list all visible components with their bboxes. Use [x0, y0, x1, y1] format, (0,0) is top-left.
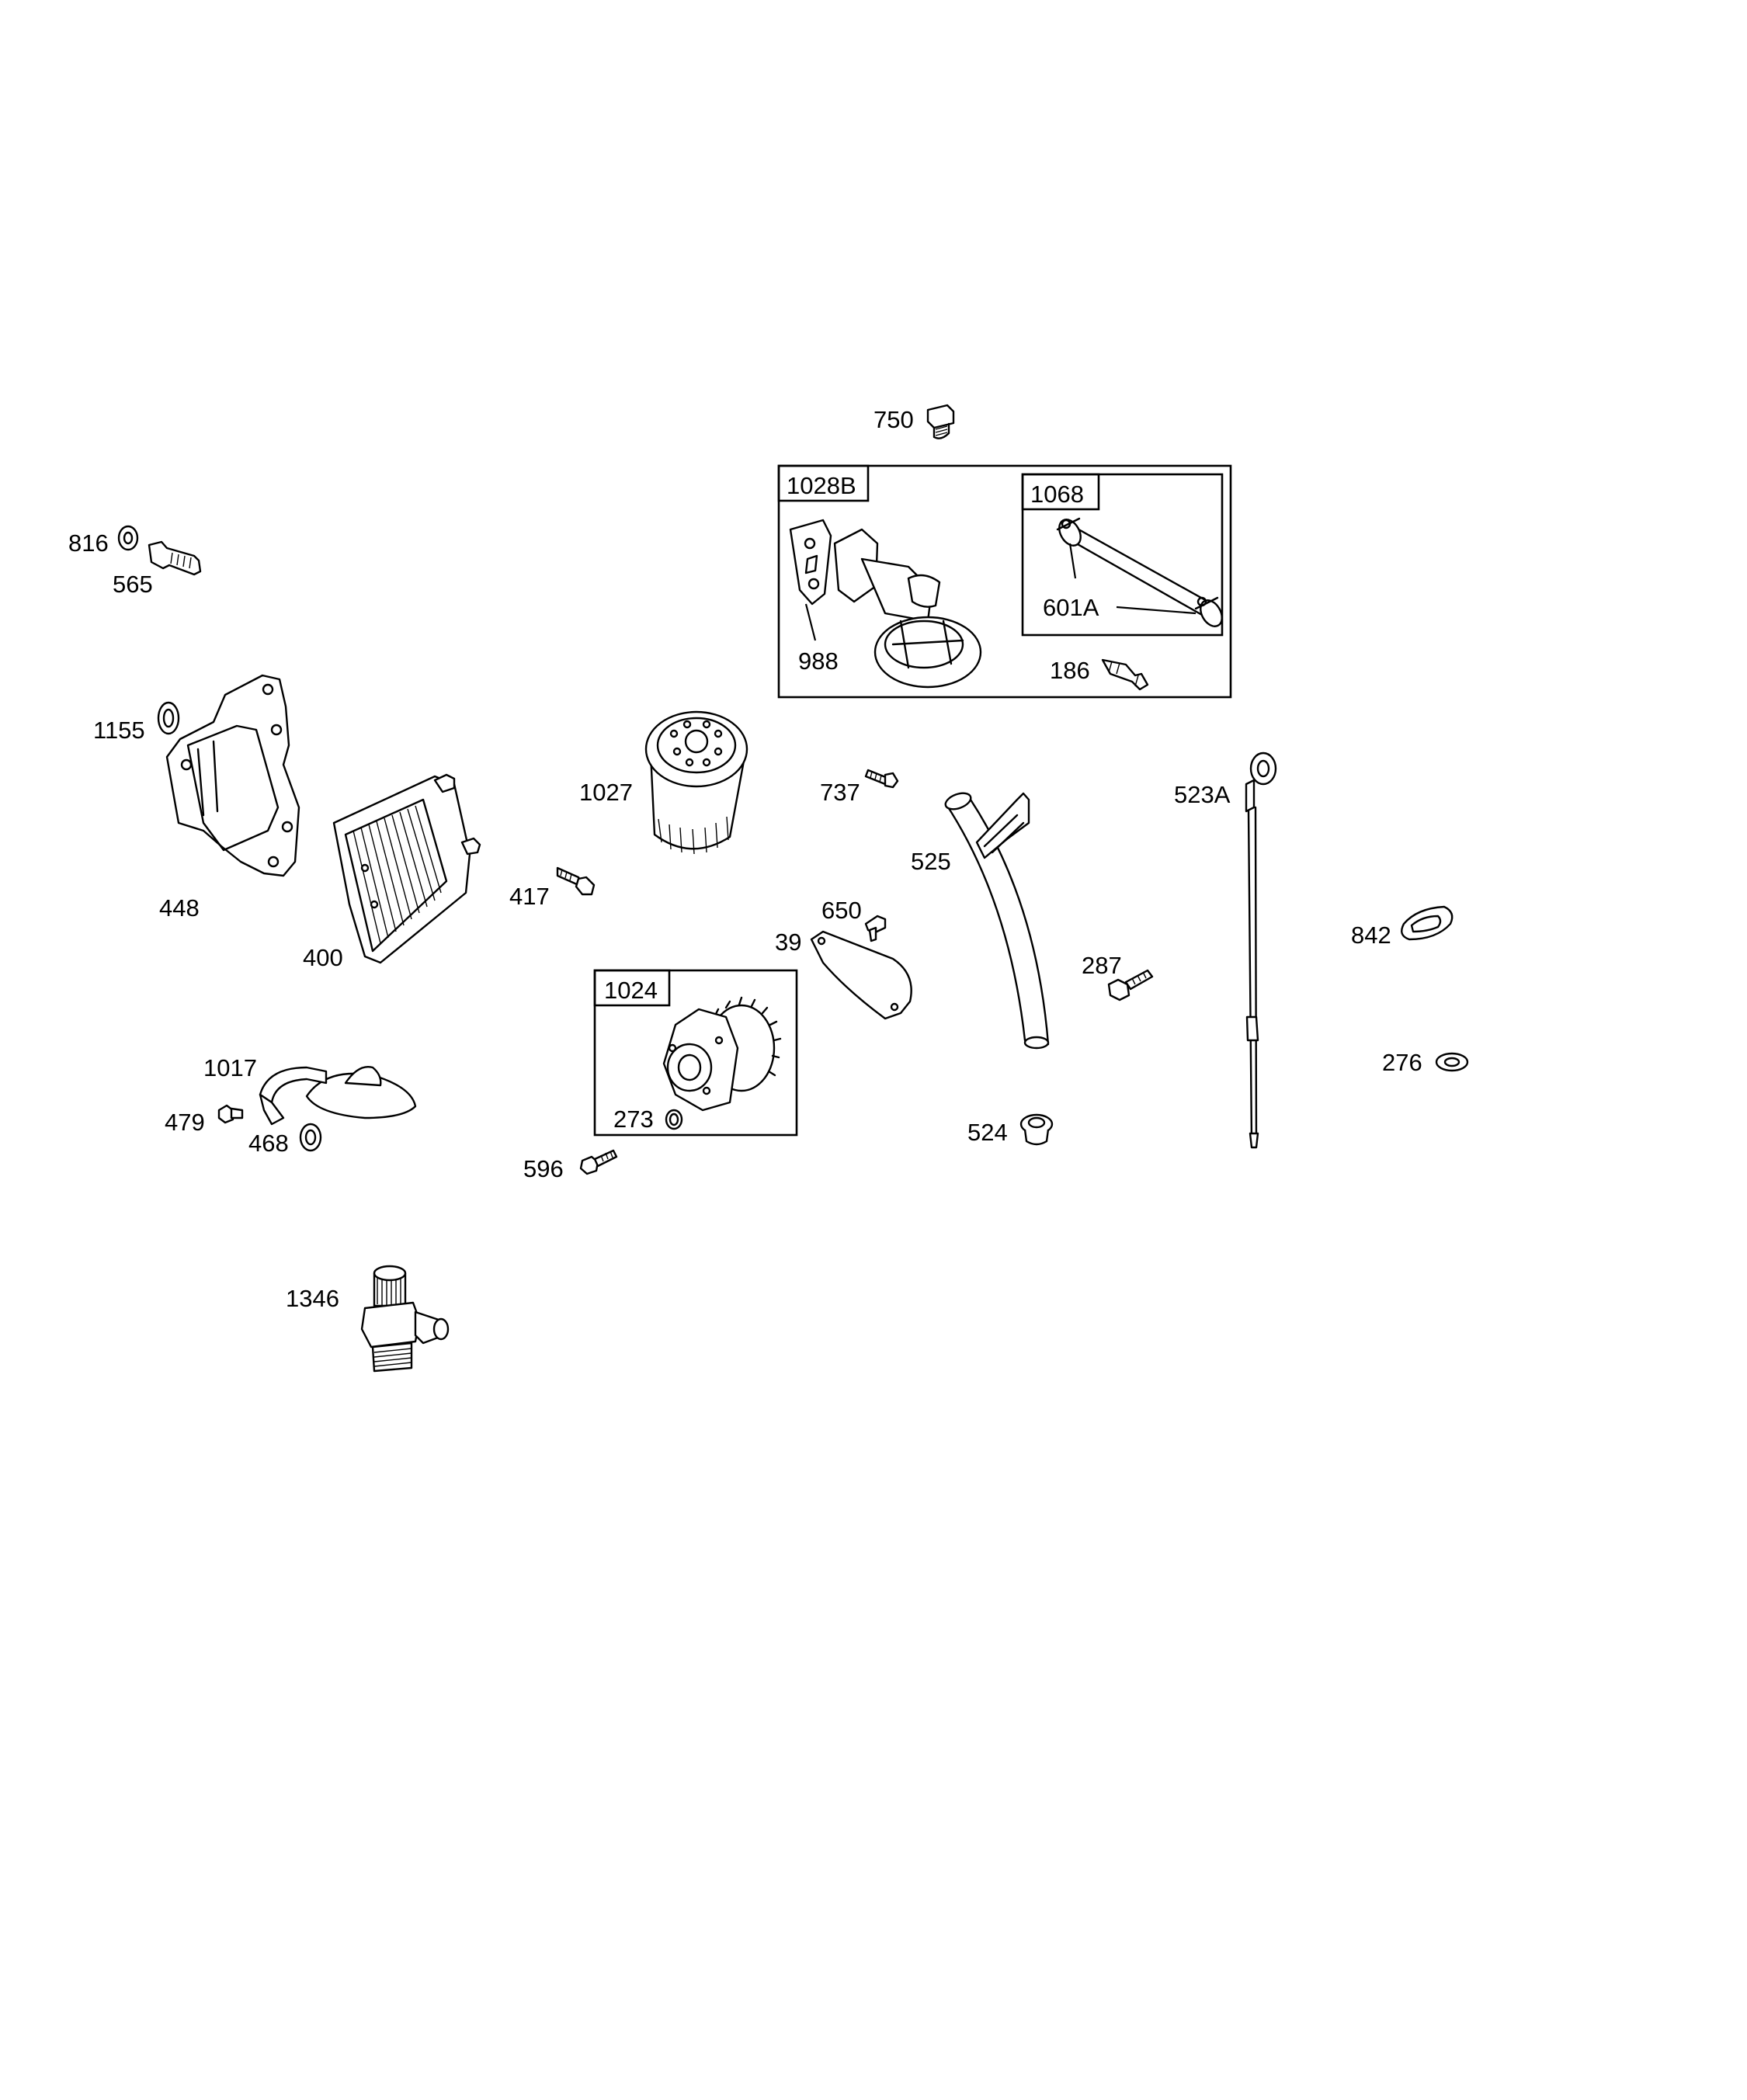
label-1017: 1017 — [203, 1054, 257, 1081]
pickup-screen-1017 — [259, 1066, 417, 1126]
screw-737 — [864, 769, 899, 789]
grommet-1155 — [157, 701, 180, 735]
label-524: 524 — [967, 1119, 1008, 1146]
label-400: 400 — [303, 944, 343, 971]
label-737: 737 — [820, 779, 860, 806]
label-1024: 1024 — [604, 977, 658, 1004]
washer-276 — [1435, 1052, 1469, 1072]
oil-pickup-1028B — [833, 528, 982, 689]
oil-filter-1027 — [644, 710, 748, 855]
cover-plate-39 — [810, 930, 912, 1020]
group-box-1028B — [777, 464, 1232, 699]
label-816: 816 — [68, 529, 109, 557]
drain-valve-1346 — [360, 1265, 450, 1373]
label-1068: 1068 — [1030, 481, 1084, 508]
fitting-186 — [1101, 658, 1149, 691]
o-ring-468 — [299, 1123, 322, 1152]
label-596: 596 — [523, 1155, 564, 1182]
label-1155: 1155 — [93, 717, 145, 744]
drain-plug-bolt-750 — [926, 404, 955, 439]
bolt-417 — [556, 866, 596, 896]
label-523A: 523A — [1174, 781, 1231, 808]
o-ring-273 — [665, 1109, 683, 1130]
label-842: 842 — [1351, 922, 1391, 949]
washer-816 — [117, 525, 139, 551]
bolt-287 — [1107, 969, 1154, 1001]
dipstick-523A — [1245, 751, 1277, 1149]
label-417: 417 — [509, 883, 550, 910]
label-479: 479 — [165, 1109, 205, 1136]
bracket-448 — [165, 674, 300, 877]
group-box-1068-tag — [1021, 473, 1100, 511]
label-1027: 1027 — [579, 779, 633, 806]
label-565: 565 — [113, 571, 153, 598]
screw-479 — [217, 1104, 244, 1124]
label-448: 448 — [159, 894, 200, 922]
oil-cooler-400 — [332, 773, 481, 964]
grommet-524 — [1019, 1113, 1054, 1146]
group-box-1068 — [1021, 473, 1224, 637]
screw-650 — [864, 915, 887, 942]
label-186: 186 — [1050, 657, 1090, 684]
gasket-842 — [1401, 905, 1454, 941]
label-525: 525 — [911, 848, 951, 875]
label-273: 273 — [613, 1106, 654, 1133]
label-750: 750 — [874, 406, 914, 433]
group-box-1028B-tag — [777, 464, 870, 502]
dipstick-tube-525 — [944, 792, 1050, 1050]
oil-pump-1024 — [662, 996, 782, 1112]
label-468: 468 — [248, 1130, 289, 1157]
label-650: 650 — [821, 897, 862, 924]
bolt-596 — [579, 1149, 618, 1175]
group-box-1024-tag — [593, 969, 671, 1007]
label-1346: 1346 — [286, 1285, 339, 1312]
gasket-988 — [789, 519, 832, 641]
label-276: 276 — [1382, 1049, 1422, 1076]
label-988: 988 — [798, 647, 839, 675]
label-287: 287 — [1082, 952, 1122, 979]
label-39: 39 — [775, 929, 801, 956]
label-1028B: 1028B — [787, 472, 856, 499]
label-601A: 601A — [1043, 594, 1099, 621]
oil-tube-1068 — [1056, 517, 1223, 627]
stud-565 — [148, 540, 202, 576]
group-box-1024 — [593, 969, 798, 1137]
